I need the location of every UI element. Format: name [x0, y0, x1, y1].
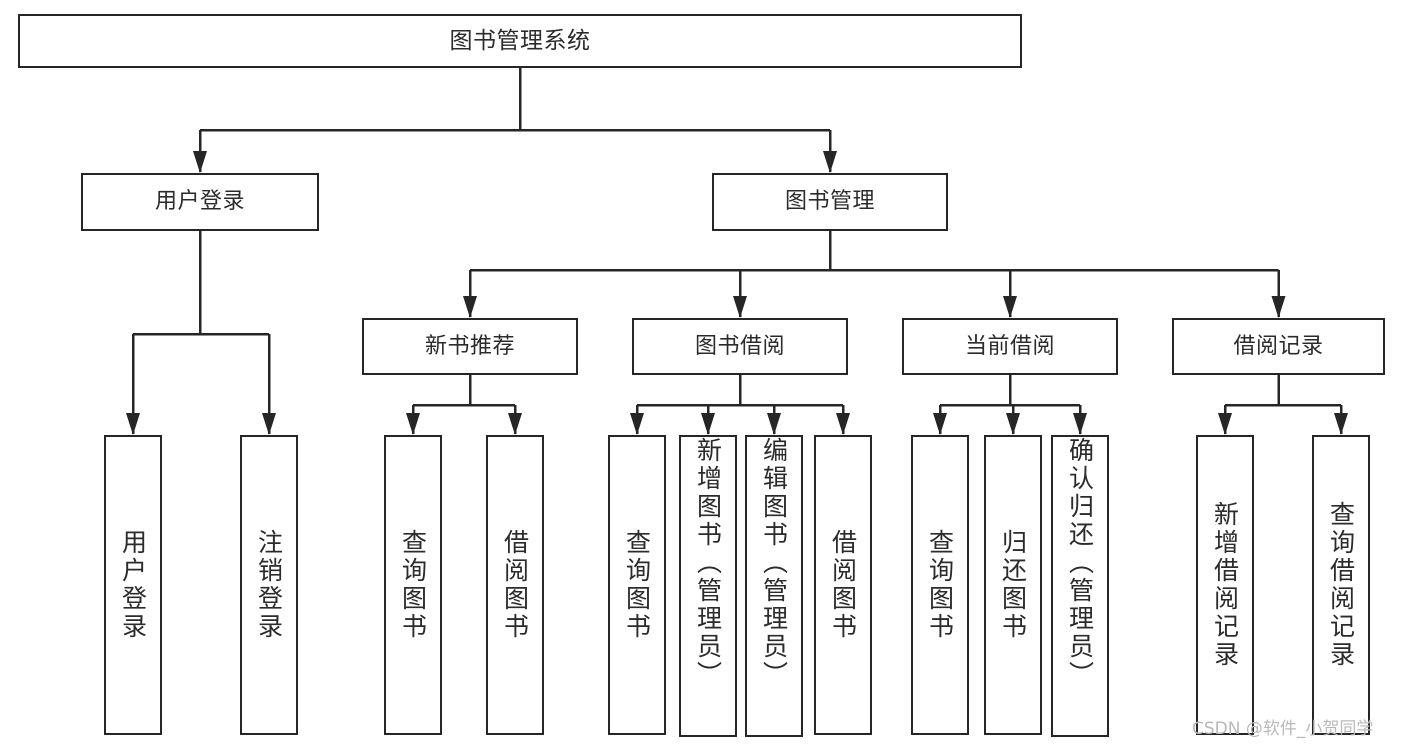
node-label: 查询图书 — [622, 529, 652, 641]
node-current-borrow[interactable]: 当前借阅 — [902, 318, 1118, 375]
node-leaf-add-record[interactable]: 新增借阅记录 — [1196, 435, 1254, 735]
node-label: 确认归还（管理员） — [1065, 437, 1095, 689]
node-label: 借阅图书 — [500, 529, 530, 641]
node-label: 用户登录 — [154, 189, 245, 215]
node-label: 归还图书 — [998, 529, 1028, 641]
node-leaf-query-book-2[interactable]: 查询图书 — [608, 435, 666, 735]
node-book-manage[interactable]: 图书管理 — [712, 173, 948, 231]
node-label: 查询借阅记录 — [1326, 501, 1356, 669]
node-leaf-return-book[interactable]: 归还图书 — [984, 435, 1042, 735]
node-new-book-rec[interactable]: 新书推荐 — [362, 318, 578, 375]
node-leaf-edit-book[interactable]: 编辑图书（管理员） — [745, 435, 803, 737]
node-leaf-borrow-book-1[interactable]: 借阅图书 — [486, 435, 544, 735]
watermark: CSDN @软件_小贺同学 — [1192, 719, 1374, 739]
node-user-login[interactable]: 用户登录 — [81, 173, 319, 231]
node-borrow-record[interactable]: 借阅记录 — [1172, 318, 1385, 375]
node-leaf-borrow-book-2[interactable]: 借阅图书 — [814, 435, 872, 735]
node-leaf-query-book-1[interactable]: 查询图书 — [384, 435, 442, 735]
node-label: 新书推荐 — [424, 333, 515, 359]
node-label: 借阅图书 — [828, 529, 858, 641]
node-label: 新增图书（管理员） — [693, 437, 723, 689]
node-leaf-query-book-3[interactable]: 查询图书 — [911, 435, 969, 735]
node-label: 注销登录 — [254, 529, 284, 641]
node-root[interactable]: 图书管理系统 — [18, 14, 1022, 68]
node-label: 编辑图书（管理员） — [759, 437, 789, 689]
node-book-borrow[interactable]: 图书借阅 — [632, 318, 848, 375]
node-leaf-user-login[interactable]: 用户登录 — [104, 435, 162, 735]
node-label: 当前借阅 — [964, 333, 1055, 359]
node-label: 图书管理 — [784, 189, 875, 215]
node-leaf-query-record[interactable]: 查询借阅记录 — [1312, 435, 1370, 735]
node-label: 图书管理系统 — [449, 27, 591, 54]
node-leaf-add-book[interactable]: 新增图书（管理员） — [679, 435, 737, 737]
node-label: 借阅记录 — [1233, 333, 1324, 359]
node-label: 图书借阅 — [694, 333, 785, 359]
node-leaf-user-logout[interactable]: 注销登录 — [240, 435, 298, 735]
node-label: 查询图书 — [925, 529, 955, 641]
node-label: 用户登录 — [118, 529, 148, 641]
node-label: 查询图书 — [398, 529, 428, 641]
node-leaf-confirm-ret[interactable]: 确认归还（管理员） — [1051, 435, 1109, 737]
node-label: 新增借阅记录 — [1210, 501, 1240, 669]
